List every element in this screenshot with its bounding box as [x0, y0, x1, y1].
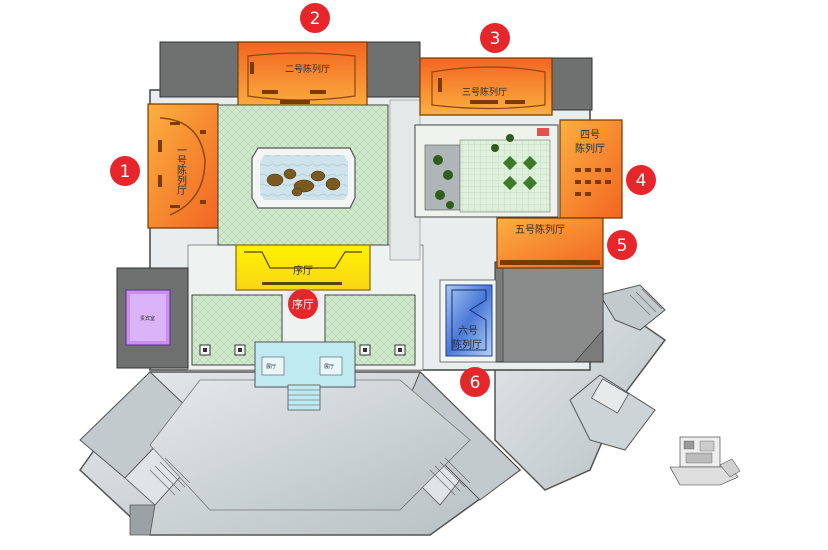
room-small-left: 展厅 [266, 364, 276, 370]
rock-garden [266, 168, 341, 197]
hall-5[interactable]: 五号陈列厅 [496, 217, 604, 269]
room-small-right: 展厅 [324, 364, 334, 370]
lower-lobby [79, 371, 522, 536]
courtyard [217, 104, 389, 246]
hall-3-label: 三号陈列厅 [462, 86, 507, 98]
marker-3-number: 3 [490, 29, 501, 49]
hall-5-label: 五号陈列厅 [515, 223, 565, 236]
hall-6-label-1: 六号 [458, 325, 478, 337]
vip-room[interactable]: 贵宾室 [116, 267, 189, 369]
marker-2[interactable]: 2 [300, 3, 330, 33]
marker-5[interactable]: 5 [607, 230, 637, 260]
hall-6-label-2: 陈列厅 [452, 338, 482, 351]
marker-2-number: 2 [310, 9, 321, 29]
hall-4[interactable]: 四号 陈列厅 [559, 119, 623, 219]
minimap[interactable] [669, 436, 741, 486]
entrance: 展厅 展厅 [254, 341, 356, 411]
preface-label: 序厅 [293, 264, 313, 277]
hall-1-label: 一号陈列厅 [175, 145, 187, 195]
inner-garden [414, 124, 559, 218]
hall-3[interactable]: 三号陈列厅 [419, 57, 553, 116]
marker-preface-label: 序厅 [292, 297, 314, 311]
hall-2[interactable]: 二号陈列厅 [237, 41, 368, 111]
marker-1[interactable]: 1 [110, 156, 140, 186]
hall-6[interactable]: 六号 陈列厅 [439, 279, 497, 363]
marker-preface[interactable]: 序厅 [288, 289, 318, 319]
marker-4[interactable]: 4 [626, 165, 656, 195]
marker-6[interactable]: 6 [460, 367, 490, 397]
marker-3[interactable]: 3 [480, 23, 510, 53]
service-blocks [159, 41, 604, 363]
hall-4-label-1: 四号 [580, 129, 600, 141]
marker-6-number: 6 [470, 373, 481, 393]
hall-1[interactable]: 一号陈列厅 [147, 103, 219, 229]
hall-4-label-2: 陈列厅 [575, 142, 605, 155]
vip-room-label: 贵宾室 [140, 315, 155, 322]
marker-5-number: 5 [617, 236, 628, 256]
hall-2-label: 二号陈列厅 [285, 63, 330, 75]
lower-courts [191, 294, 416, 366]
marker-4-number: 4 [636, 171, 647, 191]
marker-1-number: 1 [120, 162, 131, 182]
